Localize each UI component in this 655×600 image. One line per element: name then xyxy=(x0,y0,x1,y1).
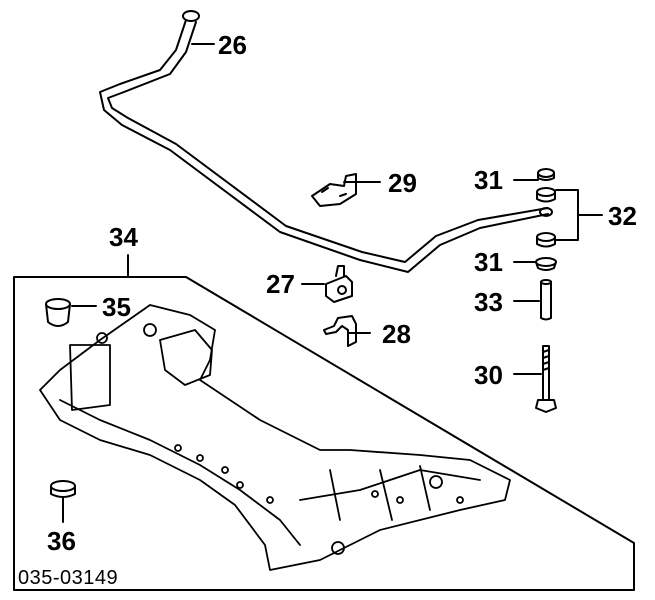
callout-27: 27 xyxy=(266,269,295,299)
callout-31-upper: 31 xyxy=(474,165,503,195)
bushing-35 xyxy=(45,298,71,327)
bolt-30 xyxy=(535,345,557,413)
callout-35: 35 xyxy=(102,292,131,322)
bushing-stack xyxy=(535,168,557,271)
callout-31-lower: 31 xyxy=(474,247,503,277)
callout-26: 26 xyxy=(218,30,247,60)
callout-34: 34 xyxy=(109,222,138,252)
callout-33: 33 xyxy=(474,287,503,317)
callout-29: 29 xyxy=(388,168,417,198)
callout-30: 30 xyxy=(474,360,503,390)
sleeve-33 xyxy=(540,279,552,321)
stabilizer-bar xyxy=(99,10,553,273)
crossmember-frame xyxy=(13,276,635,591)
diagram-code: 035-03149 xyxy=(18,567,119,589)
callout-32: 32 xyxy=(608,201,637,231)
callout-36: 36 xyxy=(47,526,76,556)
bushing-27 xyxy=(325,265,353,303)
bracket-29 xyxy=(311,173,357,207)
bushing-36 xyxy=(50,480,76,498)
crossmember xyxy=(39,304,511,571)
callout-28: 28 xyxy=(382,319,411,349)
leader-lines xyxy=(62,43,603,523)
clamp-28 xyxy=(323,315,357,347)
